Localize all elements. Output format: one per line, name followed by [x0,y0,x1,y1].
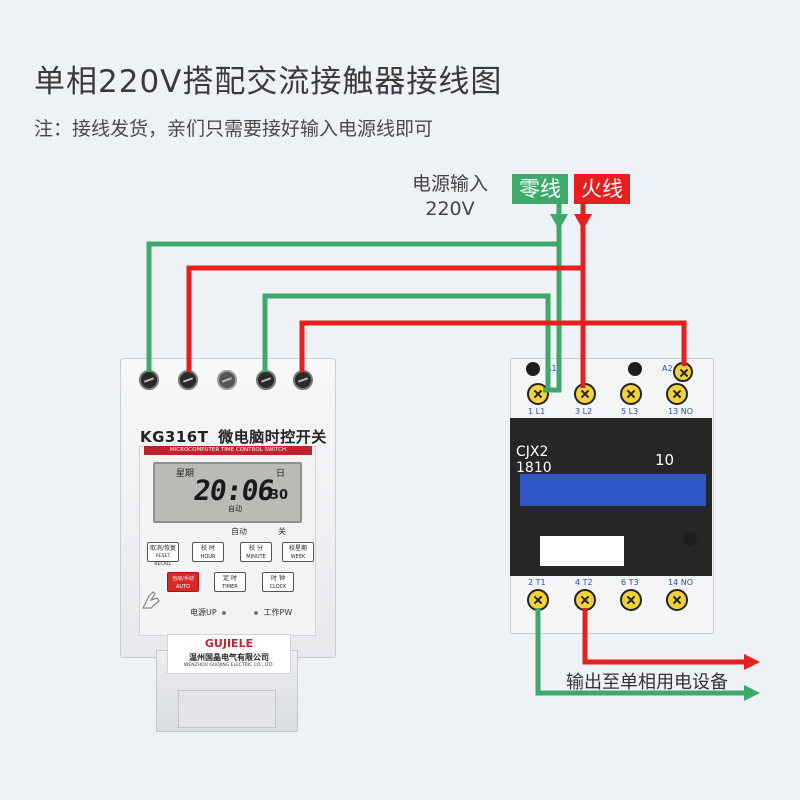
coil-a2-label: A2 [662,364,673,373]
power-indicator-text: 电源UP [190,608,217,617]
contactor-model: CJX2 1810 [516,444,552,476]
neutral-to-timer-wire [146,241,559,372]
contactor-screw-hole [526,362,540,376]
label-t2: 4 T2 [575,578,593,587]
work-led-icon [254,610,258,615]
label-l2: 3 L2 [575,407,593,416]
neutral-input-arrow-icon [550,214,568,230]
neutral-output-wire [535,608,748,696]
lcd-day-label: 日 [276,469,286,479]
label-t1: 2 T1 [528,578,546,587]
contactor-screw-hole [628,362,642,376]
work-indicator-label: 工作PW [254,607,292,618]
minute-cn: 校 分 [249,545,263,552]
auto-manual-button[interactable]: 自动/手动 AUTO MANU [167,572,199,598]
coil-a1-label: A1 [546,364,557,373]
minute-en: MINUTE [246,554,266,560]
contactor-rating: 10 [655,451,675,469]
label-13-no: 13 NO [668,407,694,416]
clock-en: CLOCK [269,584,287,590]
label-auto: 自动 [231,527,247,536]
timer-switch-mount-slot [178,690,276,728]
timer-button[interactable]: 定 时 TIMER [214,572,246,592]
timer-model: KG316T [140,428,209,446]
reset-recall-button[interactable]: 取消/恢复 RESET RECALL [147,542,179,567]
terminal-13-no[interactable] [666,383,688,405]
power-input-label: 电源输入 220V [392,172,508,222]
terminal-l3[interactable] [620,383,642,405]
timer-brand-plate: GUJIELE 温州国晶电气有限公司 WENZHOU GUOJING ELECT… [167,634,291,674]
live-output-wire [582,608,748,665]
label-off: 关 [278,527,286,536]
brand-name: GUJIELE [204,637,254,650]
power-input-voltage: 220V [425,198,475,220]
hour-cn: 校 时 [201,545,215,552]
power-led-icon [222,610,227,615]
timer-terminal-3[interactable] [217,370,237,390]
timer-lcd-display [153,462,302,523]
work-indicator-text: 工作PW [263,608,293,617]
hour-button[interactable]: 校 时 HOUR [192,542,224,562]
label-14-no: 14 NO [668,578,694,587]
live-wire-tag: 火线 [574,174,630,204]
label-l3: 5 L3 [621,407,639,416]
contactor-screw-hole [683,532,697,546]
auto-manual-cn: 自动/手动 [172,576,194,582]
neutral-timer-to-coil-wire [262,293,551,390]
page-note: 注：接线发货，亲们只需要接好输入电源线即可 [34,118,434,140]
timer-model-title: KG316T 微电脑时控开关 [140,426,327,447]
company-name-en: WENZHOU GUOJING ELECTRIC CO., LTD. [183,663,275,668]
week-cn: 校星期 [288,545,307,552]
timer-cn: 定 时 [223,575,237,582]
clock-cn: 时 钟 [271,575,285,582]
press-hand-icon [142,591,160,609]
live-timer-to-coil-wire [299,320,687,372]
timer-name: 微电脑时控开关 [218,428,327,446]
live-input-arrow-icon [574,214,592,230]
power-indicator-label: 电源UP [190,607,227,618]
output-label: 输出至单相用电设备 [566,672,728,693]
label-t3: 6 T3 [621,578,639,587]
week-button[interactable]: 校星期 WEEK [282,542,314,562]
page-title: 单相220V搭配交流接触器接线图 [34,64,503,100]
auto-manual-en: AUTO MANU [175,584,191,598]
reset-recall-cn: 取消/恢复 [149,545,177,552]
label-l1: 1 L1 [528,407,546,416]
company-name-cn: 温州国晶电气有限公司 [189,653,269,662]
timer-subtitle: MICROCOMPUTER TIME CONTROL SWITCH [144,446,312,455]
lcd-week-label: 星期 [176,469,195,479]
terminal-t3[interactable] [620,589,642,611]
lcd-seconds: 30 [270,488,289,503]
week-en: WEEK [290,554,306,560]
timer-en: TIMER [222,584,238,590]
lcd-mode: 自动 [228,505,242,513]
neutral-output-arrow-icon [744,685,760,701]
minute-button[interactable]: 校 分 MINUTE [240,542,272,562]
terminal-14-no[interactable] [666,589,688,611]
power-input-text: 电源输入 [411,173,488,195]
contactor-model-line1: CJX2 [516,444,549,460]
contactor-label-plate [540,536,624,566]
hour-en: HOUR [200,554,216,560]
clock-button[interactable]: 时 钟 CLOCK [262,572,294,592]
neutral-wire-tag: 零线 [512,174,568,204]
contactor-blue-window [520,474,706,506]
contactor-model-line2: 1810 [516,460,552,476]
reset-recall-en: RESET RECALL [154,554,172,567]
live-to-timer-wire [186,265,583,372]
live-output-arrow-icon [744,654,760,670]
